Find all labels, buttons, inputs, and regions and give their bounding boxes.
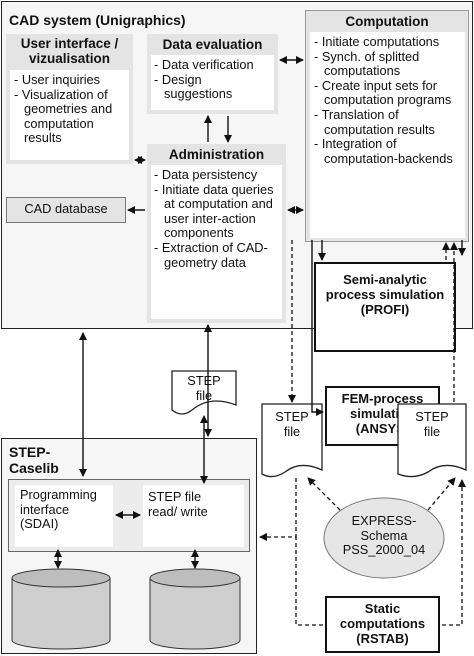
item-text: Visualization of geometries and computat… [21,86,113,146]
programming-interface-panel [15,485,113,547]
sf-inner-line2: file [195,387,213,403]
dashed-express-right [427,477,456,511]
step-caselib-line2: Caselib [9,460,59,476]
rstab-label: Static computations (RSTAB) [325,601,440,646]
administration-item: - Extraction of CAD-geometry data [154,239,268,270]
cd-line2: database [168,611,222,627]
computation-item: - Create input sets for computation prog… [314,77,452,108]
computation-content [310,32,465,238]
item-text: Integration of computation-backends [321,136,453,166]
step-caselib-title: STEP- Caselib [9,444,59,476]
data-evaluation-item: - Design suggestions [154,71,233,102]
sf-left-line1: STEP [275,409,309,424]
profi-label: Semi-analytic process simulation (PROFI) [314,272,456,317]
step-rw-label: STEP file read/ write [143,489,244,519]
central-database-label: Central database [150,597,240,627]
application-protocols-label: Application protocols [12,597,110,627]
step-file-inner-label: STEP file [172,373,236,403]
dashed-rstab-stepfile-right [442,479,466,626]
step-file-left-label: STEP file [262,409,322,439]
user-interface-item: - Visualization of geometries and comput… [14,86,113,146]
ap-line1: Application [29,597,93,612]
computation-title: Computation [345,14,429,29]
item-text: User inquiries [21,72,101,87]
rw-line2: read/ write [148,503,208,519]
administration-list: - Data persistency - Initiate data queri… [154,167,278,270]
profi-line3: (PROFI) [360,302,410,317]
programming-interface-label: Programming interface (SDAI) [15,487,113,532]
sf-right-line1: STEP [415,409,449,424]
dashed-express-left [307,477,341,511]
item-text: Design suggestions [161,71,233,102]
dashed-rstab-caselib [259,533,323,626]
data-evaluation-item: - Data verification [154,57,254,72]
sf-right-line2: file [423,423,441,439]
step-caselib-line1: STEP- [9,444,51,460]
data-evaluation-title: Data evaluation [162,37,263,52]
item-text: Translation of computation results [321,106,435,137]
profi-box [314,262,456,352]
administration-item: - Initiate data queries at computation a… [154,181,274,241]
rstab-box [325,596,440,653]
user-interface-title: User interface / vizualisation [6,36,133,66]
computation-item: - Synch. of splitted computations [314,48,420,79]
cad-system-title: CAD system (Unigraphics) [9,12,186,28]
pi-line1: Programming [20,487,97,502]
sf-inner-line1: STEP [187,373,221,388]
user-interface-title-line2: vizualisation [28,51,111,66]
pi-line2: interface [20,501,70,517]
profi-line2: process simulation [325,287,445,302]
step-rw-panel [143,485,244,547]
administration-title: Administration [168,147,265,162]
item-text: Data persistency [161,167,258,182]
item-text: Initiate computations [321,34,440,49]
rstab-line3: (RSTAB) [356,631,409,646]
computation-item: - Initiate computations [314,34,440,49]
item-text: Data verification [161,57,254,72]
rstab-line2: computations [339,616,426,631]
ap-line2: protocols [35,611,87,627]
item-text: Synch. of splitted computations [321,48,420,79]
cad-database-label: CAD database [24,201,108,216]
item-text: Initiate data queries at computation and… [161,181,274,241]
data-evaluation-list: - Data verification - Design suggestions [154,57,272,102]
cad-database-box [6,197,126,223]
item-text: Extraction of CAD-geometry data [161,239,268,270]
rstab-line1: Static [364,601,401,616]
user-interface-title-line1: User interface / [20,36,119,51]
user-interface-item: - User inquiries [14,72,101,87]
express-line3: PSS_2000_04 [342,542,426,558]
computation-item: - Integration of computation-backends [314,136,453,166]
cd-line1: Central [174,597,216,612]
user-interface-content [10,70,129,160]
profi-line1: Semi-analytic [343,272,427,287]
administration-item: - Data persistency [154,167,258,182]
computation-item: - Translation of computation results [314,106,435,137]
step-file-right-label: STEP file [398,409,466,439]
item-text: Create input sets for computation progra… [321,77,452,108]
administration-content [151,165,282,319]
computation-list: - Initiate computations - Synch. of spli… [314,34,462,166]
data-evaluation-content [151,55,274,110]
pi-line3: (SDAI) [20,516,59,532]
express-line1: EXPRESS- [351,513,417,528]
user-interface-list: - User inquiries - Visualization of geom… [14,72,128,146]
sf-left-line2: file [283,423,301,439]
ansys-line3: (ANSYS) [355,421,410,436]
ansys-line1: FEM-process [341,391,424,406]
express-line2: Schema [360,527,408,543]
rw-line1: STEP file [148,489,202,504]
express-label: EXPRESS- Schema PSS_2000_04 [324,513,444,558]
